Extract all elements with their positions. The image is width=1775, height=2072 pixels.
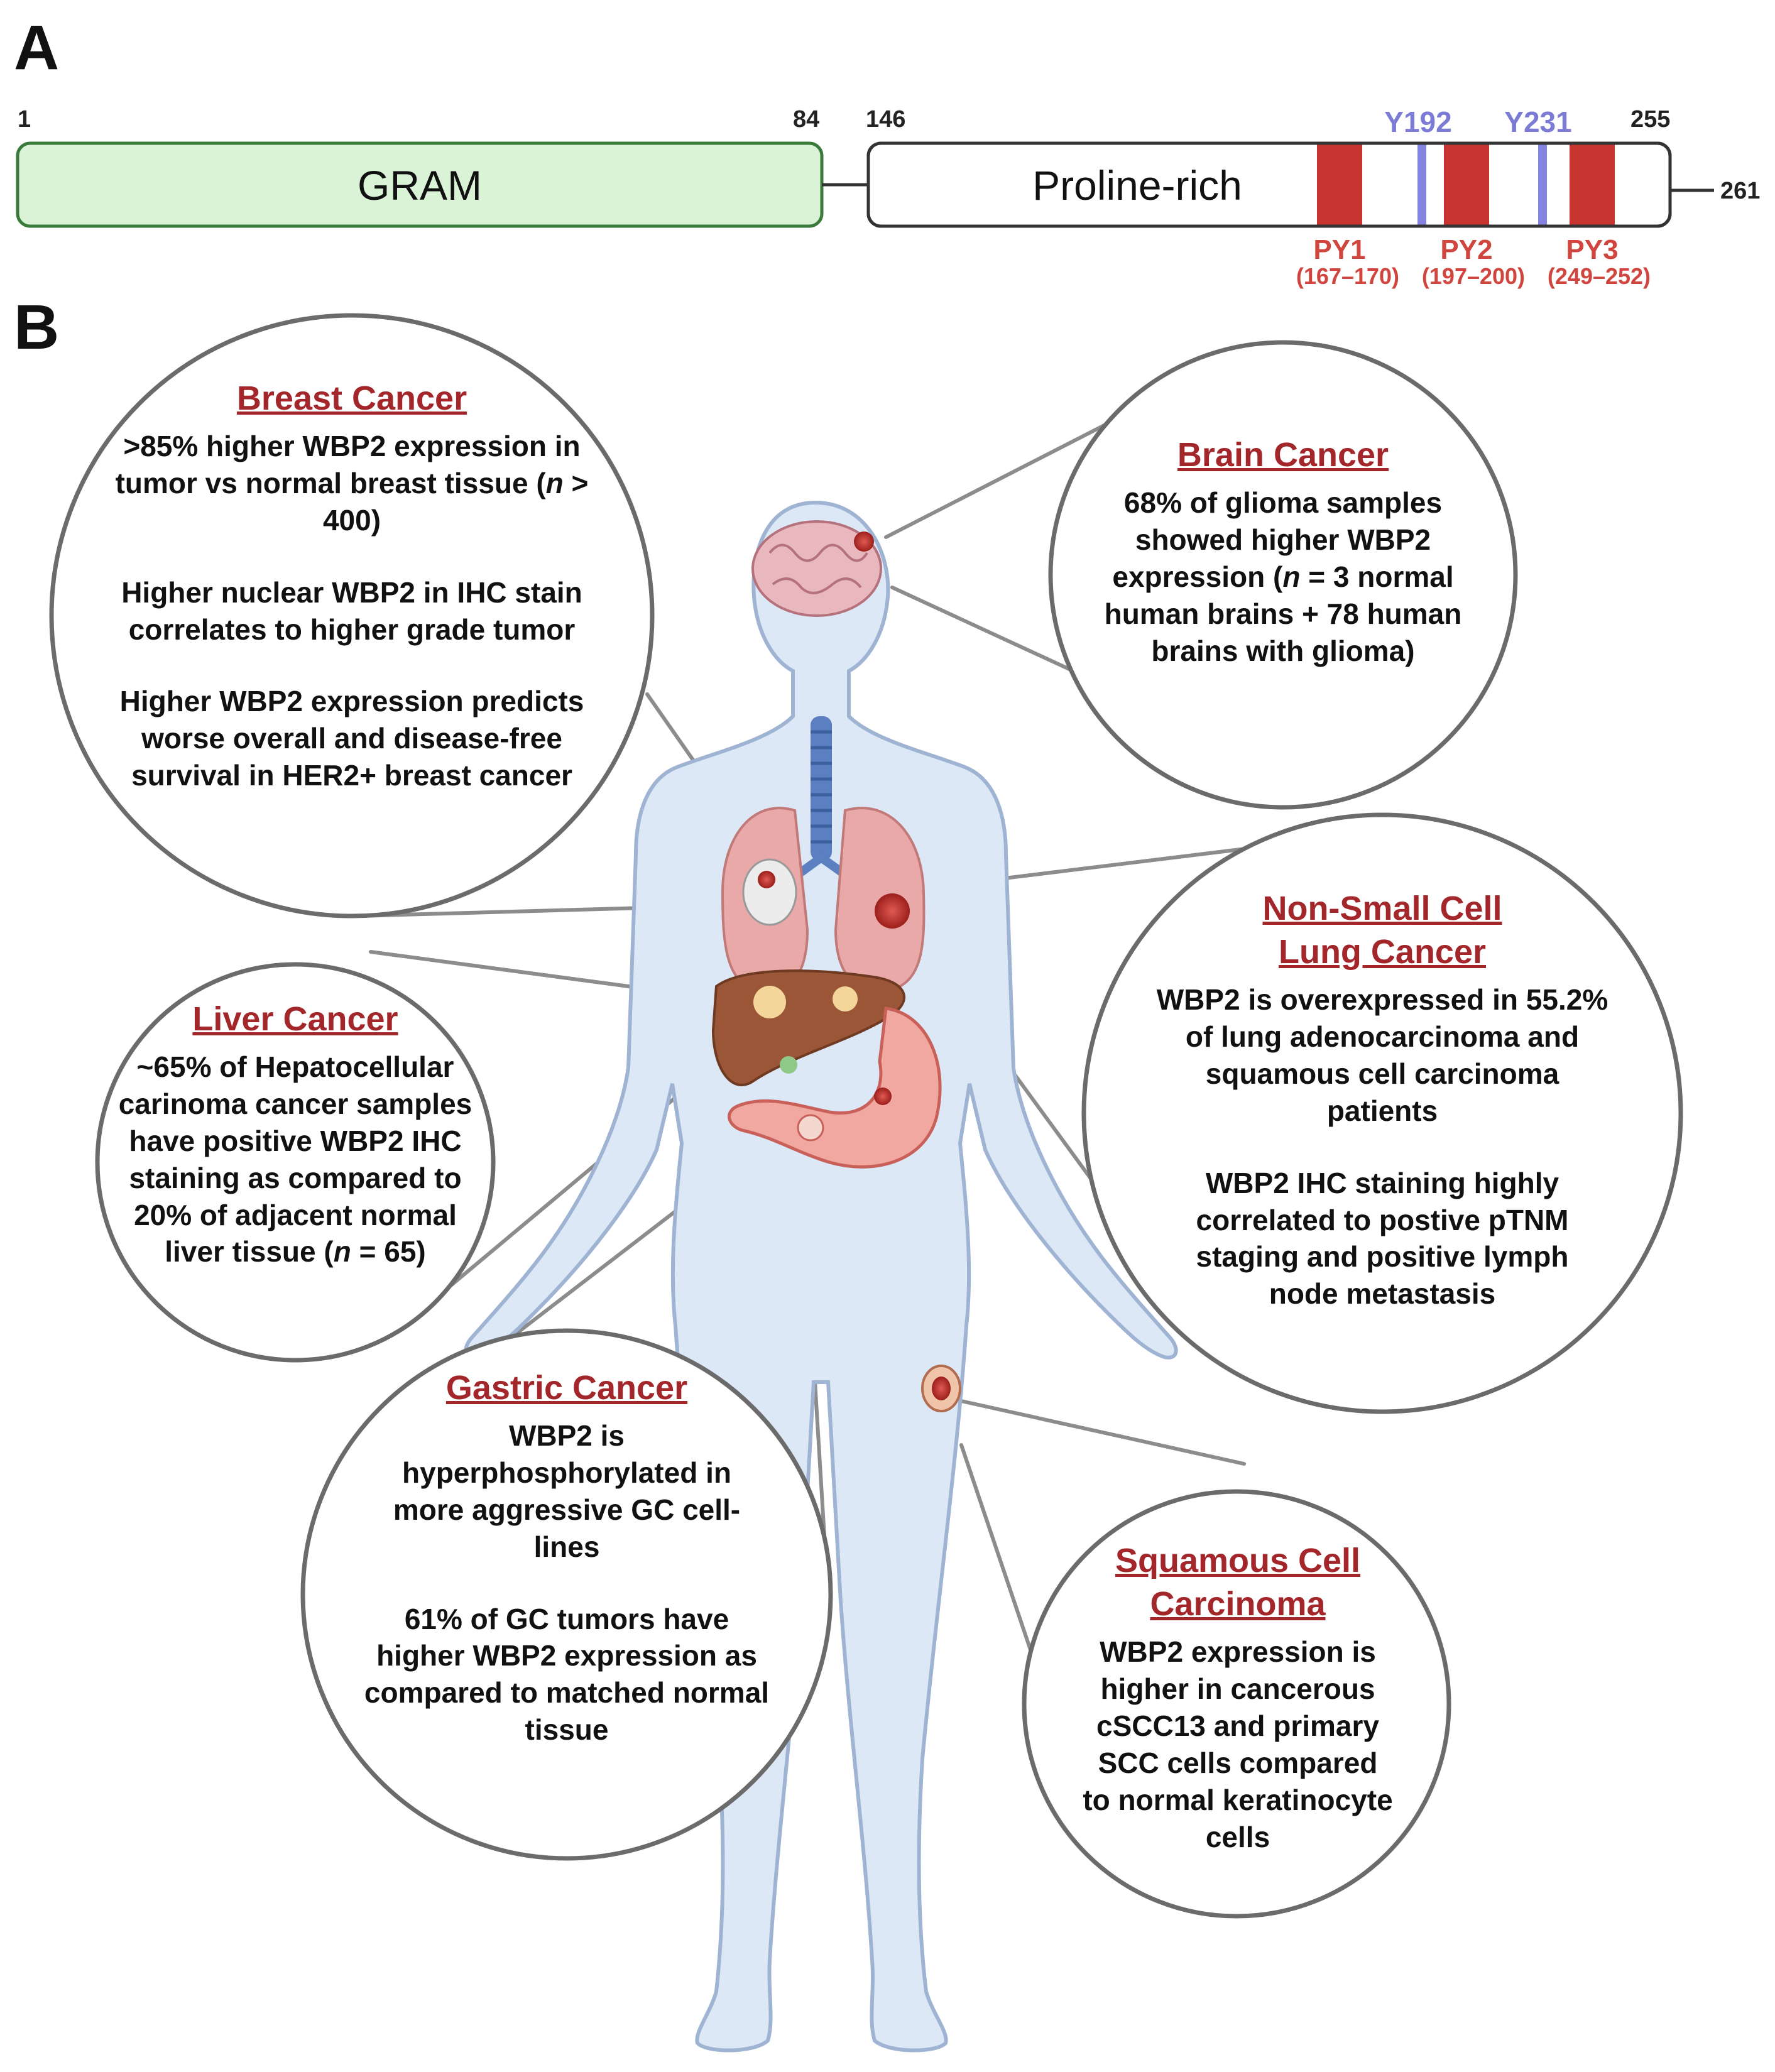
stomach-ulcer (874, 1088, 892, 1105)
py3-motif-block (1570, 144, 1615, 225)
brain-folds (768, 543, 868, 594)
liver-tumor-1 (753, 986, 786, 1018)
py2-motif-block (1444, 144, 1489, 225)
y192-label: Y192 (1384, 106, 1451, 138)
gastric-stat-1: WBP2 is hyperphosphorylated in more aggr… (393, 1419, 741, 1563)
gastric-cancer-callout: Gastric Cancer WBP2 is hyperphosphorylat… (359, 1366, 774, 1748)
breast-stat-1-value: > 400) (322, 466, 589, 537)
brain-stat-1: 68% of glioma samples showed higher WBP2… (1076, 484, 1490, 669)
scc-connector-upper (959, 1399, 1246, 1466)
proline-end-number: 255 (1630, 106, 1670, 133)
brain-cancer-callout: Brain Cancer 68% of glioma samples showe… (1076, 433, 1490, 669)
lung-cancer-title: Non-Small Cell Lung Cancer (1262, 890, 1502, 971)
lung-stat-1: WBP2 is overexpressed in 55.2% of lung a… (1156, 983, 1608, 1127)
human-body-illustration (464, 500, 1178, 2053)
liver-callout-circle (95, 962, 496, 1363)
brain-callout-circle (1048, 340, 1518, 810)
skin-lesion-core (932, 1377, 951, 1400)
stomach-shape (728, 1006, 942, 1169)
breast-cancer-callout: Breast Cancer >85% higher WBP2 expressio… (97, 377, 606, 794)
brain-stat-1-n: n (1282, 560, 1301, 593)
breast-callout-circle (49, 313, 655, 919)
lungs-organ (721, 807, 926, 993)
total-length-number: 261 (1720, 178, 1760, 204)
brain-cancer-title: Brain Cancer (1177, 436, 1389, 474)
breast-stat-1-n: n (545, 466, 564, 499)
breast-cancer-title: Breast Cancer (236, 379, 467, 417)
liver-cancer-title: Liver Cancer (192, 1000, 398, 1038)
stomach-tumor (797, 1114, 824, 1142)
scc-stat-1: WBP2 expression is higher in cancerous c… (1083, 1635, 1393, 1853)
gram-domain-label: GRAM (358, 162, 482, 209)
liver-tumor-2 (833, 986, 858, 1011)
liver-stat-1: ~65% of Hepatocellular carinoma cancer s… (110, 1049, 481, 1270)
brain-organ (751, 520, 882, 617)
stomach-organ (728, 1006, 942, 1169)
proline-rich-domain-box (866, 141, 1672, 228)
panel-b-letter: B (14, 292, 59, 363)
lung-cancer-callout: Non-Small Cell Lung Cancer WBP2 is overe… (1137, 887, 1627, 1312)
gastric-cancer-title: Gastric Cancer (445, 1369, 688, 1407)
breast-gland (742, 858, 797, 926)
breast-tumor (758, 871, 775, 888)
y231-tyrosine-band (1538, 144, 1547, 225)
py1-motif-block (1317, 144, 1362, 225)
lung-tumor (875, 893, 910, 929)
breast-stat-2: Higher nuclear WBP2 in IHC stain correla… (121, 575, 582, 646)
py3-label: PY3 (1566, 234, 1618, 265)
gram-end-number: 84 (793, 106, 819, 133)
panel-a-letter: A (14, 13, 59, 83)
lung-callout-circle (1081, 812, 1683, 1414)
callout-circles (49, 313, 1683, 1919)
gastric-callout-circle (300, 1328, 833, 1861)
brain-connector-lower (890, 586, 1098, 684)
brain-tumor (854, 532, 874, 552)
trachea-tube (811, 716, 832, 861)
py2-range: (197–200) (1422, 263, 1525, 289)
y192-tyrosine-band (1417, 144, 1426, 225)
proline-rich-domain-label: Proline-rich (1032, 162, 1242, 209)
liver-stat-1-text: ~65% of Hepatocellular carinoma cancer s… (118, 1050, 472, 1268)
protein-domain-map: 1 84 146 255 GRAM Proline-rich Y192 Y231… (16, 106, 1760, 289)
breast-stat-1-text: >85% higher WBP2 expression in tumor vs … (115, 430, 581, 499)
liver-cancer-callout: Liver Cancer ~65% of Hepatocellular cari… (110, 998, 481, 1270)
brain-stat-1-text: 68% of glioma samples showed higher WBP2… (1112, 486, 1443, 593)
py1-label: PY1 (1313, 234, 1365, 265)
py1-range: (167–170) (1296, 263, 1399, 289)
liver-stat-1-value: = 65) (351, 1235, 426, 1268)
brain-connector-upper (884, 406, 1139, 539)
scc-title: Squamous Cell Carcinoma (1115, 1542, 1361, 1623)
y231-label: Y231 (1504, 106, 1571, 138)
brain-stat-1-value: = 3 normal human brains + 78 human brain… (1104, 560, 1462, 667)
breast-stat-1: >85% higher WBP2 expression in tumor vs … (97, 428, 606, 539)
liver-stat-1-n: n (333, 1235, 351, 1268)
proline-start-number: 146 (866, 106, 905, 133)
py3-range: (249–252) (1548, 263, 1651, 289)
gram-start-number: 1 (18, 106, 31, 133)
trachea-rings (811, 730, 832, 844)
scc-callout: Squamous Cell Carcinoma WBP2 expression … (1062, 1539, 1414, 1855)
proline-rich-outline (866, 141, 1672, 228)
gallbladder (780, 1056, 797, 1074)
breast-stat-3: Higher WBP2 expression predicts worse ov… (119, 685, 584, 792)
skin-lesion (921, 1365, 961, 1412)
py2-label: PY2 (1440, 234, 1492, 265)
body-silhouette (464, 500, 1178, 2053)
lung-stat-2: WBP2 IHC staining highly correlated to p… (1196, 1166, 1569, 1311)
breast-tissue (742, 858, 797, 926)
scc-callout-circle (1022, 1489, 1451, 1919)
gastric-stat-2: 61% of GC tumors have higher WBP2 expres… (364, 1602, 770, 1747)
